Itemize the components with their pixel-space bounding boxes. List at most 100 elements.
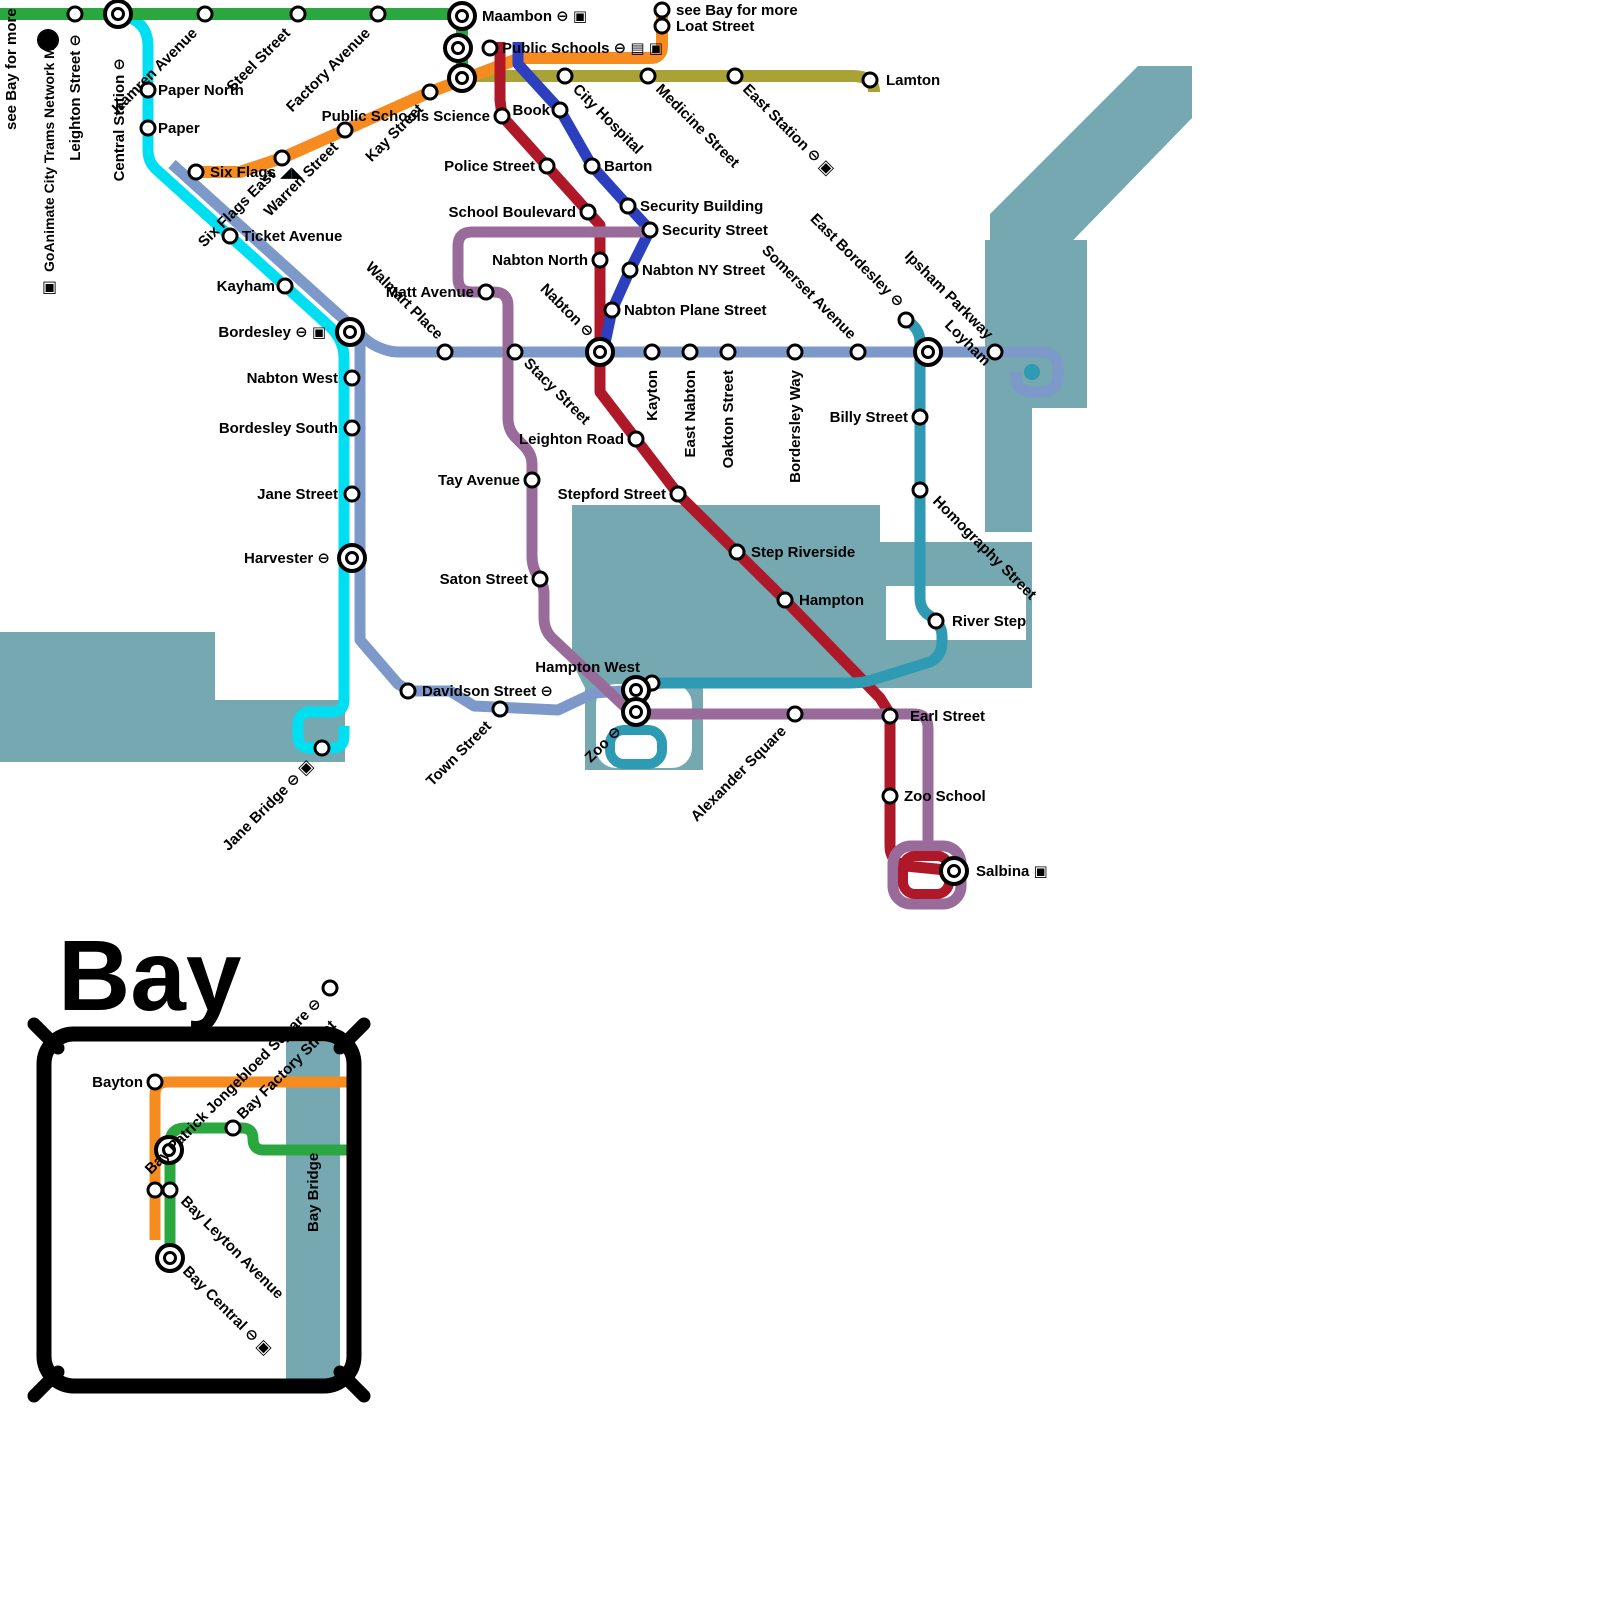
label-kayton: Kayton xyxy=(644,370,661,421)
station-davidson-street xyxy=(399,682,417,700)
station-zoo-school xyxy=(881,787,899,805)
label-paper-north: Paper North xyxy=(158,82,244,99)
station-saton-street xyxy=(531,570,549,588)
label-step-riverside: Step Riverside xyxy=(751,544,855,561)
station-jane-bridge xyxy=(313,739,331,757)
label-nabton: Nabton ⊖ xyxy=(537,280,597,340)
station-bay-leyton-avenue xyxy=(161,1181,179,1199)
station-factory-avenue xyxy=(369,5,387,23)
station-ipsham-parkway xyxy=(986,343,1004,361)
loyham-loop-dot xyxy=(1024,364,1040,380)
station-warren-street xyxy=(336,121,354,139)
label-loat-street: Loat Street xyxy=(676,18,754,35)
station-tay-avenue xyxy=(523,471,541,489)
station-core-bordesley xyxy=(343,325,357,339)
label-public-schools-science: Public Schools Science xyxy=(322,108,490,125)
label-nabton-north: Nabton North xyxy=(492,252,588,269)
label-security-street: Security Street xyxy=(662,222,768,239)
station-barton xyxy=(583,157,601,175)
station-kamren-avenue xyxy=(196,5,214,23)
station-east-nabton xyxy=(681,343,699,361)
station-core-public-schools-lower xyxy=(455,71,469,85)
teal-terminal-loop xyxy=(605,725,667,769)
station-hampton xyxy=(776,591,794,609)
network-title: GoAnimate City Trams Network Map xyxy=(41,31,57,272)
station-river-step xyxy=(927,612,945,630)
label-hampton-west: Hampton West xyxy=(535,659,640,676)
label-paper: Paper xyxy=(158,120,200,137)
label-kayham: Kayham xyxy=(217,278,275,295)
station-paper-north xyxy=(139,81,157,99)
label-jane-bridge: Jane Bridge ⊖ ▣ xyxy=(219,757,317,855)
label-bordersley-way: Bordersley Way xyxy=(787,369,804,482)
label-leighton-road: Leighton Road xyxy=(519,431,624,448)
station-bay-factory-street xyxy=(224,1119,242,1137)
station-six-flags xyxy=(187,163,205,181)
station-layer xyxy=(66,0,1004,1273)
station-lamton xyxy=(861,71,879,89)
station-city-hospital xyxy=(556,67,574,85)
station-bordesley-south xyxy=(343,419,361,437)
station-bay-patrick-jongebloed-square xyxy=(321,979,339,997)
station-billy-street xyxy=(911,408,929,426)
station-walmart-place xyxy=(436,343,454,361)
bay-inset-frame xyxy=(36,1026,362,1394)
station-core-salbina xyxy=(947,864,961,878)
label-zoo-school: Zoo School xyxy=(904,788,986,805)
station-six-flags-east xyxy=(273,149,291,167)
station-steel-street xyxy=(289,5,307,23)
label-town-street: Town Street xyxy=(423,718,495,790)
label-stacy-street: Stacy Street xyxy=(520,355,593,428)
label-police-street: Police Street xyxy=(444,158,535,175)
station-core-public-schools xyxy=(451,41,465,55)
label-earl-street: Earl Street xyxy=(910,708,985,725)
cyan-line xyxy=(122,10,350,754)
bay-bridge-label: Bay Bridge xyxy=(305,1153,322,1232)
label-six-flags: Six Flags ◢◣ xyxy=(210,164,304,181)
station-oakton-street xyxy=(719,343,737,361)
label-factory-avenue: Factory Avenue xyxy=(283,25,374,116)
station-medicine-street xyxy=(639,67,657,85)
station-police-street xyxy=(538,157,556,175)
label-public-schools: Public Schools ⊖ ▤ ▣ xyxy=(502,40,663,57)
water-bay-bridge xyxy=(286,1042,340,1388)
label-central-station: Central Station ⊖ xyxy=(111,58,128,181)
label-bordesley: Bordesley ⊖ ▣ xyxy=(218,324,326,341)
frame-corner-top-left xyxy=(27,1017,65,1055)
station-nabton-north xyxy=(591,251,609,269)
station-book xyxy=(551,101,569,119)
label-river-step: River Step xyxy=(952,613,1026,630)
label-bordesley-south: Bordesley South xyxy=(219,420,338,437)
station-east-bordesley xyxy=(897,311,915,329)
label-nabton-west: Nabton West xyxy=(247,370,338,387)
station-core-harvester xyxy=(345,551,359,565)
frame-corner-bottom-left xyxy=(27,1365,65,1403)
station-core-zoo xyxy=(629,705,643,719)
station-jane-street xyxy=(343,485,361,503)
station-kay-street xyxy=(421,83,439,101)
station-leighton-street xyxy=(66,5,84,23)
water-top-river xyxy=(990,66,1192,266)
station-stacy-street xyxy=(506,343,524,361)
station-core-bay-junction xyxy=(162,1143,176,1157)
label-barton: Barton xyxy=(604,158,652,175)
station-core-central-station xyxy=(111,7,125,21)
station-core-zoo-north xyxy=(629,683,643,697)
station-bay-leyton-avenue-west xyxy=(146,1181,164,1199)
station-alexander-square xyxy=(786,705,804,723)
station-earl-street xyxy=(881,707,899,725)
station-bordersley-way xyxy=(786,343,804,361)
station-step-riverside xyxy=(728,543,746,561)
station-school-boulevard xyxy=(579,203,597,221)
label-matt-avenue: Matt Avenue xyxy=(386,284,474,301)
station-nabton-west xyxy=(343,369,361,387)
station-kayton xyxy=(643,343,661,361)
station-east-station xyxy=(726,67,744,85)
station-nabton-plane-street xyxy=(603,301,621,319)
station-core-nabton xyxy=(593,345,607,359)
frame-corner-bottom-right xyxy=(333,1365,371,1403)
label-harvester: Harvester ⊖ xyxy=(244,550,330,567)
station-loat-street xyxy=(653,17,671,35)
